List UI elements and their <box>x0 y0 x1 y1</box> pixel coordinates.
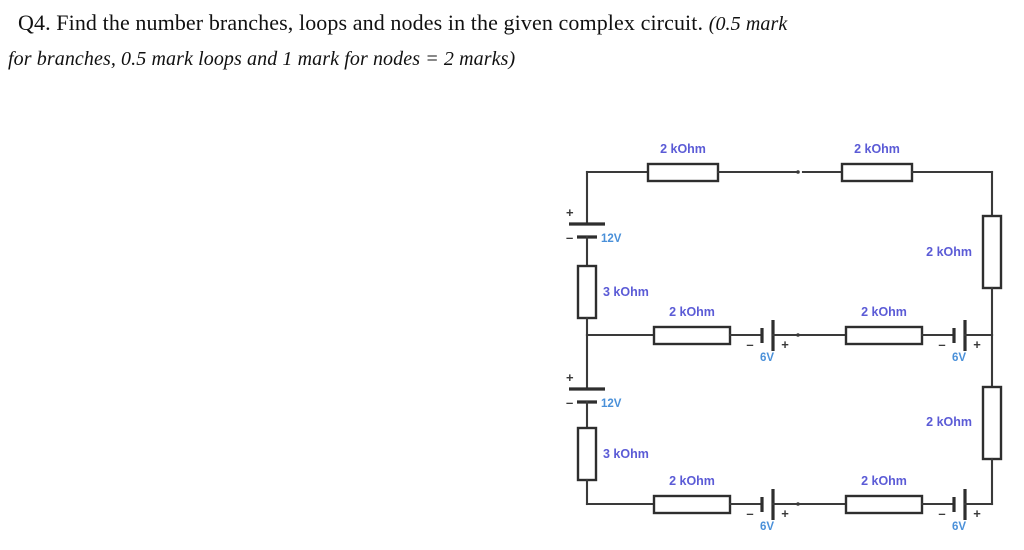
source-left-upper-minus: – <box>566 230 573 245</box>
source-bottom-right-label: 6V <box>952 521 966 533</box>
source-bottom-right <box>952 489 994 520</box>
source-bottom-left-minus: – <box>746 506 753 521</box>
resistor-right-lower <box>981 385 1003 461</box>
resistor-right-upper <box>981 214 1003 290</box>
resistor-bottom-right <box>844 494 924 515</box>
resistor-mid-left-label: 2 kOhm <box>669 305 715 319</box>
circuit-diagram: 2 kOhm 2 kOhm 2 kOhm <box>540 130 1024 550</box>
source-left-lower-minus: – <box>566 395 573 410</box>
source-mid-right-plus: + <box>973 337 981 352</box>
source-bottom-right-plus: + <box>973 506 981 521</box>
source-left-lower <box>569 387 605 430</box>
resistor-left-upper-label: 3 kOhm <box>603 285 649 299</box>
resistor-top-left <box>646 162 720 183</box>
source-bottom-right-minus: – <box>938 506 945 521</box>
resistor-right-lower-label: 2 kOhm <box>926 415 972 429</box>
question-text-main: Q4. Find the number branches, loops and … <box>18 10 704 35</box>
source-bottom-left <box>760 489 800 520</box>
source-mid-left-minus: – <box>746 337 753 352</box>
source-mid-left-label: 6V <box>760 352 774 364</box>
source-mid-right <box>952 320 994 351</box>
resistor-mid-right <box>844 325 924 346</box>
question-line-2: for branches, 0.5 mark loops and 1 mark … <box>8 41 1018 76</box>
resistor-left-lower <box>576 426 598 482</box>
node-dot-top-middle <box>796 170 800 174</box>
source-bottom-left-plus: + <box>781 506 789 521</box>
resistor-bottom-left-label: 2 kOhm <box>669 474 715 488</box>
resistor-bottom-right-label: 2 kOhm <box>861 474 907 488</box>
resistor-left-lower-label: 3 kOhm <box>603 447 649 461</box>
question-line-1: Q4. Find the number branches, loops and … <box>18 6 1018 41</box>
source-left-upper-plus: + <box>566 205 574 220</box>
question-marks-part1: (0.5 mark <box>708 13 788 35</box>
resistor-mid-right-label: 2 kOhm <box>861 305 907 319</box>
source-left-upper-label: 12V <box>601 233 622 245</box>
question-block: Q4. Find the number branches, loops and … <box>0 0 1024 76</box>
source-left-lower-plus: + <box>566 370 574 385</box>
resistor-top-right <box>840 162 914 183</box>
source-bottom-left-label: 6V <box>760 521 774 533</box>
resistor-right-upper-label: 2 kOhm <box>926 245 972 259</box>
resistor-top-right-label: 2 kOhm <box>854 142 900 156</box>
question-marks-part2: for branches, 0.5 mark loops and 1 mark … <box>8 48 516 70</box>
source-mid-left <box>760 320 800 351</box>
source-mid-right-minus: – <box>938 337 945 352</box>
source-mid-right-label: 6V <box>952 352 966 364</box>
resistor-bottom-left <box>652 494 732 515</box>
resistor-top-left-label: 2 kOhm <box>660 142 706 156</box>
source-left-lower-label: 12V <box>601 398 622 410</box>
source-mid-left-plus: + <box>781 337 789 352</box>
source-left-upper <box>569 222 605 268</box>
resistor-left-upper <box>576 264 598 320</box>
circuit-svg: 2 kOhm 2 kOhm 2 kOhm <box>566 142 1003 533</box>
resistor-mid-left <box>652 325 732 346</box>
